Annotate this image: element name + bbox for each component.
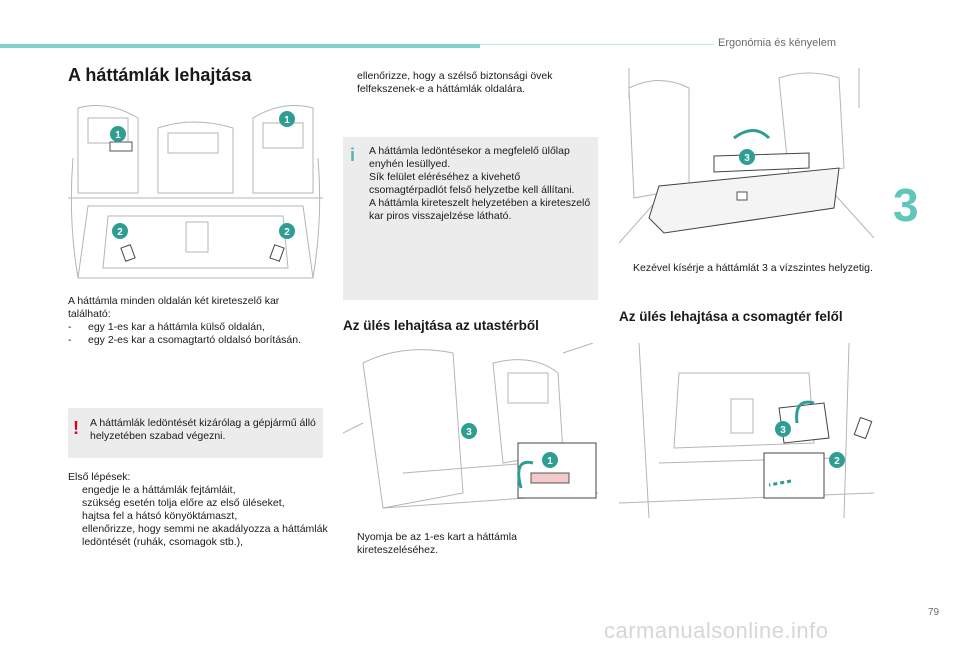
callout-label: 3 [780,425,786,436]
callout-label: 1 [547,456,553,467]
callout-label: 3 [744,153,750,164]
list-item: -egy 2-es kar a csomagtartó oldalsó borí… [68,334,302,346]
callout-3 [461,423,477,439]
callout-3 [739,149,755,165]
list-item: Nyomja be az 1-es kart a háttámla kirete… [357,531,517,556]
callout-3 [775,421,791,437]
header-rule [480,44,714,45]
illustration-fold-from-cabin: 3 1 [343,343,598,523]
header-accent-bar [0,44,480,48]
press-lever: Nyomja be az 1-es kart a háttámla kirete… [343,531,598,557]
list-item: -egy 1-es kar a háttámla külső oldalán, [68,321,265,333]
callout-2 [829,452,845,468]
levers-description: A háttámla minden oldalán két kireteszel… [68,295,323,347]
watermark-text: carmanualsonline.info [604,618,829,643]
section-title-from-boot: Az ülés lehajtása a csomagtér felől [619,309,843,324]
list-item: hajtsa fel a hátsó könyöktámaszt, [82,510,238,522]
warning-icon: ! [73,418,79,438]
page-number: 79 [928,607,940,618]
callout-label: 3 [466,427,472,438]
first-steps-heading: Első lépések: [68,471,131,483]
callout-1 [542,452,558,468]
illustration-fold-horizontal: 3 [619,68,874,253]
callout-label: 1 [115,130,121,141]
warning-box: ! A háttámlák ledöntését kizárólag a gép… [68,408,323,458]
first-steps: Első lépések: engedje le a háttámlák fej… [68,471,328,549]
illustration-rear-seats-levers: 1 1 2 2 [68,98,323,283]
warning-text: A háttámlák ledöntését kizárólag a gépjá… [90,417,316,442]
chapter-number: 3 [893,179,919,231]
belt-check: ellenőrizze, hogy a szélső biztonsági öv… [343,70,598,96]
info-box: i A háttámla ledöntésekor a megfelelő ül… [343,137,598,300]
list-item: engedje le a háttámlák fejtámláit, [82,484,236,496]
info-line: A háttámla kireteszelt helyzetében a kir… [369,197,591,222]
callout-label: 2 [117,227,123,238]
list-item: ellenőrizze, hogy semmi ne akadályozza a… [82,523,328,548]
section-title-from-cabin: Az ülés lehajtása az utastérből [343,318,539,333]
info-line: Sík felület eléréséhez a kivehető csomag… [369,171,575,196]
chapter-title: Ergonómia és kényelem [718,37,837,49]
guide-backrest: Kezével kísérje a háttámlát 3 a vízszint… [619,262,874,275]
info-text: A háttámla ledöntésekor a megfelelő ülől… [369,145,591,223]
callout-label: 2 [284,227,290,238]
illustration-fold-from-boot: 3 2 [619,343,874,523]
callout-label: 1 [284,115,290,126]
info-icon: i [350,145,356,165]
list-item: ellenőrizze, hogy a szélső biztonsági öv… [357,70,553,95]
callout-2-right [279,223,295,239]
callout-1-left [110,126,126,142]
callout-label: 2 [834,456,840,467]
section-title-backrests: A háttámlák lehajtása [68,65,252,85]
list-item: szükség esetén tolja előre az első ülése… [82,497,285,509]
levers-intro: A háttámla minden oldalán két kireteszel… [68,295,280,320]
list-item: Kezével kísérje a háttámlát 3 a vízszint… [633,262,873,274]
callout-1-right [279,111,295,127]
callout-2-left [112,223,128,239]
info-line: A háttámla ledöntésekor a megfelelő ülől… [369,145,570,170]
